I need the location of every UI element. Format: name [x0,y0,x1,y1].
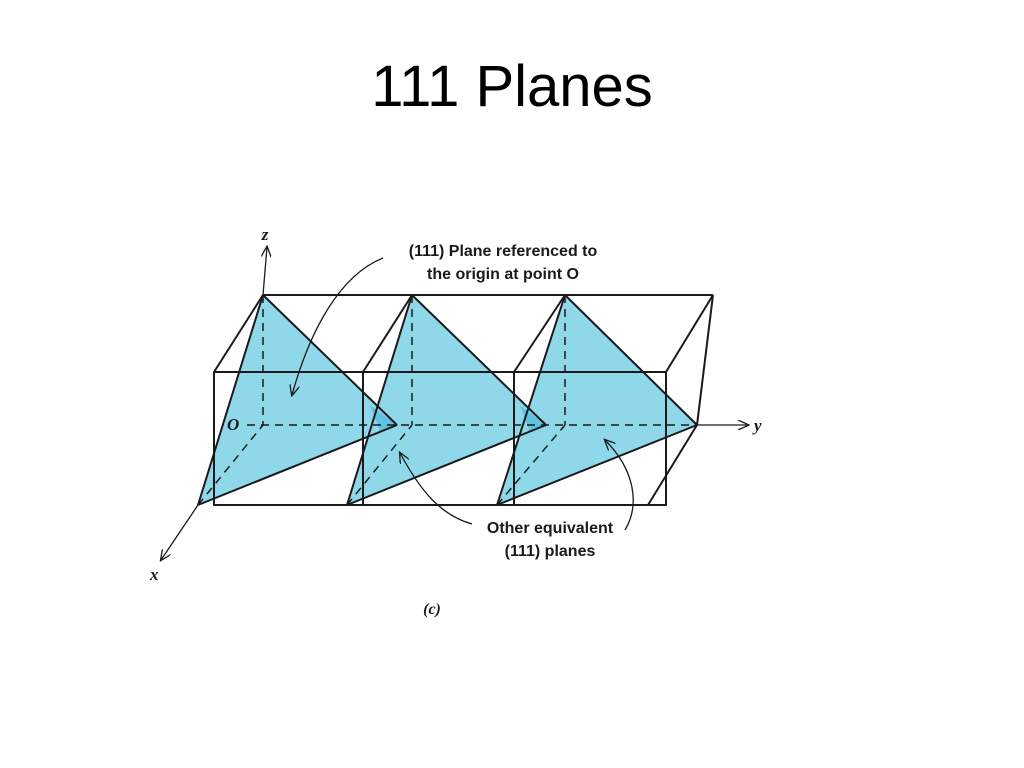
x-axis-label: x [149,565,159,584]
axes [161,247,748,560]
y-axis-label: y [752,416,762,435]
z-axis-label: z [261,225,269,244]
leader-bottom-left [400,453,473,525]
hidden-edges [197,295,697,506]
origin-label: O [227,415,239,434]
callout-bottom-line1: Other equivalent [487,520,614,537]
z-axis [263,247,267,296]
callout-top-line1: (111) Plane referenced to [409,243,598,260]
callout-bottom-line2: (111) planes [505,543,596,560]
callout-top-line2: the origin at point O [427,266,579,283]
leader-top [292,257,384,395]
figure-caption: (c) [423,601,441,618]
slide-title: 111 Planes [371,54,653,119]
leader-bottom-right [605,440,634,531]
plane-outlines [197,294,698,506]
x-axis [161,504,199,560]
leader-lines [292,257,634,531]
plane-111-third [497,295,697,505]
